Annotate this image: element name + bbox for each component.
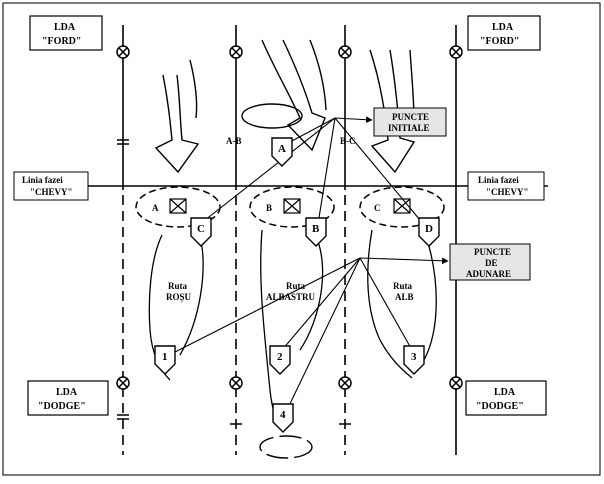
route-red-label-name: ROȘU bbox=[166, 292, 192, 302]
checkpoint-c-flag bbox=[190, 217, 212, 247]
checkpoint-a-flag bbox=[271, 137, 293, 167]
svg-text:LDA: LDA bbox=[56, 387, 78, 398]
objective-areas bbox=[135, 186, 445, 228]
svg-text:"CHEVY": "CHEVY" bbox=[30, 187, 73, 197]
route-white-label-name: ALB bbox=[395, 292, 414, 302]
checkpoint-label: C bbox=[197, 223, 205, 235]
route-blue-label-name: ALBASTRU bbox=[266, 292, 316, 302]
objective-icon bbox=[393, 198, 411, 214]
checkpoint-label: A bbox=[278, 143, 286, 155]
phase-label-right: Linia fazei "CHEVY" bbox=[467, 171, 545, 201]
boundary-label-ab: A-B bbox=[226, 136, 242, 146]
callout-assembly-line2: DE bbox=[485, 258, 498, 268]
lda-dodge-left: LDA "DODGE" bbox=[27, 380, 109, 416]
svg-text:"FORD": "FORD" bbox=[42, 36, 81, 47]
checkpoint-label: B bbox=[312, 223, 320, 235]
checkpoint-pennants bbox=[190, 137, 440, 247]
control-point-icon bbox=[449, 376, 463, 390]
assembly-2-flag bbox=[269, 345, 291, 375]
control-point-icons bbox=[116, 45, 463, 390]
assembly-3-flag bbox=[403, 345, 425, 375]
assembly-pennants bbox=[154, 345, 425, 433]
control-point-icon bbox=[449, 45, 463, 59]
boundary-label-bc: B-C bbox=[340, 136, 356, 146]
objective-icon bbox=[169, 198, 187, 214]
control-point-icon bbox=[338, 376, 352, 390]
objective-label: C bbox=[374, 203, 381, 213]
control-point-icon bbox=[338, 45, 352, 59]
objective-icon bbox=[283, 198, 301, 214]
assembly-label: 1 bbox=[162, 351, 168, 363]
tick-marks bbox=[117, 139, 351, 425]
checkpoint-b-flag bbox=[305, 217, 327, 247]
lda-ford-right: LDA "FORD" bbox=[467, 15, 541, 51]
assembly-point-arrows bbox=[174, 257, 449, 411]
callout-assembly-box bbox=[449, 243, 531, 281]
callout-initial-box bbox=[373, 107, 447, 137]
route-white-label-word: Ruta bbox=[393, 281, 413, 291]
control-point-icon bbox=[229, 45, 243, 59]
phase-label-left: Linia fazei "CHEVY" bbox=[13, 171, 89, 201]
svg-text:"DODGE": "DODGE" bbox=[38, 401, 86, 412]
callout-initial-line1: PUNCTE bbox=[392, 112, 429, 122]
svg-text:"CHEVY": "CHEVY" bbox=[486, 187, 529, 197]
svg-text:LDA: LDA bbox=[54, 22, 76, 33]
lda-dodge-right: LDA "DODGE" bbox=[465, 380, 547, 416]
assembly-1-flag bbox=[154, 345, 176, 375]
assembly-ellipse-top bbox=[241, 103, 303, 129]
callout-assembly-line1: PUNCTE bbox=[474, 247, 511, 257]
assembly-label: 2 bbox=[277, 351, 283, 363]
objective-label: A bbox=[152, 203, 159, 213]
assembly-label: 4 bbox=[280, 409, 286, 421]
assembly-label: 3 bbox=[411, 351, 417, 363]
callout-assembly-line3: ADUNARE bbox=[466, 269, 511, 279]
svg-text:LDA: LDA bbox=[494, 387, 516, 398]
svg-text:"DODGE": "DODGE" bbox=[476, 401, 524, 412]
svg-text:Linia fazei: Linia fazei bbox=[22, 175, 63, 185]
checkpoint-label: D bbox=[425, 223, 433, 235]
route-red-label-word: Ruta bbox=[168, 281, 188, 291]
assembly-4-flag bbox=[272, 403, 294, 433]
control-point-icon bbox=[116, 376, 130, 390]
route-blue-label-word: Ruta bbox=[286, 281, 306, 291]
control-point-icon bbox=[116, 45, 130, 59]
initial-point-arrows bbox=[199, 116, 426, 227]
control-point-icon bbox=[229, 376, 243, 390]
svg-text:LDA: LDA bbox=[492, 22, 514, 33]
objective-label: B bbox=[266, 203, 272, 213]
lda-ford-left: LDA "FORD" bbox=[29, 15, 103, 51]
callout-initial-line2: INITIALE bbox=[388, 123, 430, 133]
svg-text:"FORD": "FORD" bbox=[480, 36, 519, 47]
outer-border bbox=[2, 2, 601, 476]
checkpoint-d-flag bbox=[418, 217, 440, 247]
assembly-ellipse-bottom bbox=[259, 435, 313, 459]
svg-text:Linia fazei: Linia fazei bbox=[478, 175, 519, 185]
